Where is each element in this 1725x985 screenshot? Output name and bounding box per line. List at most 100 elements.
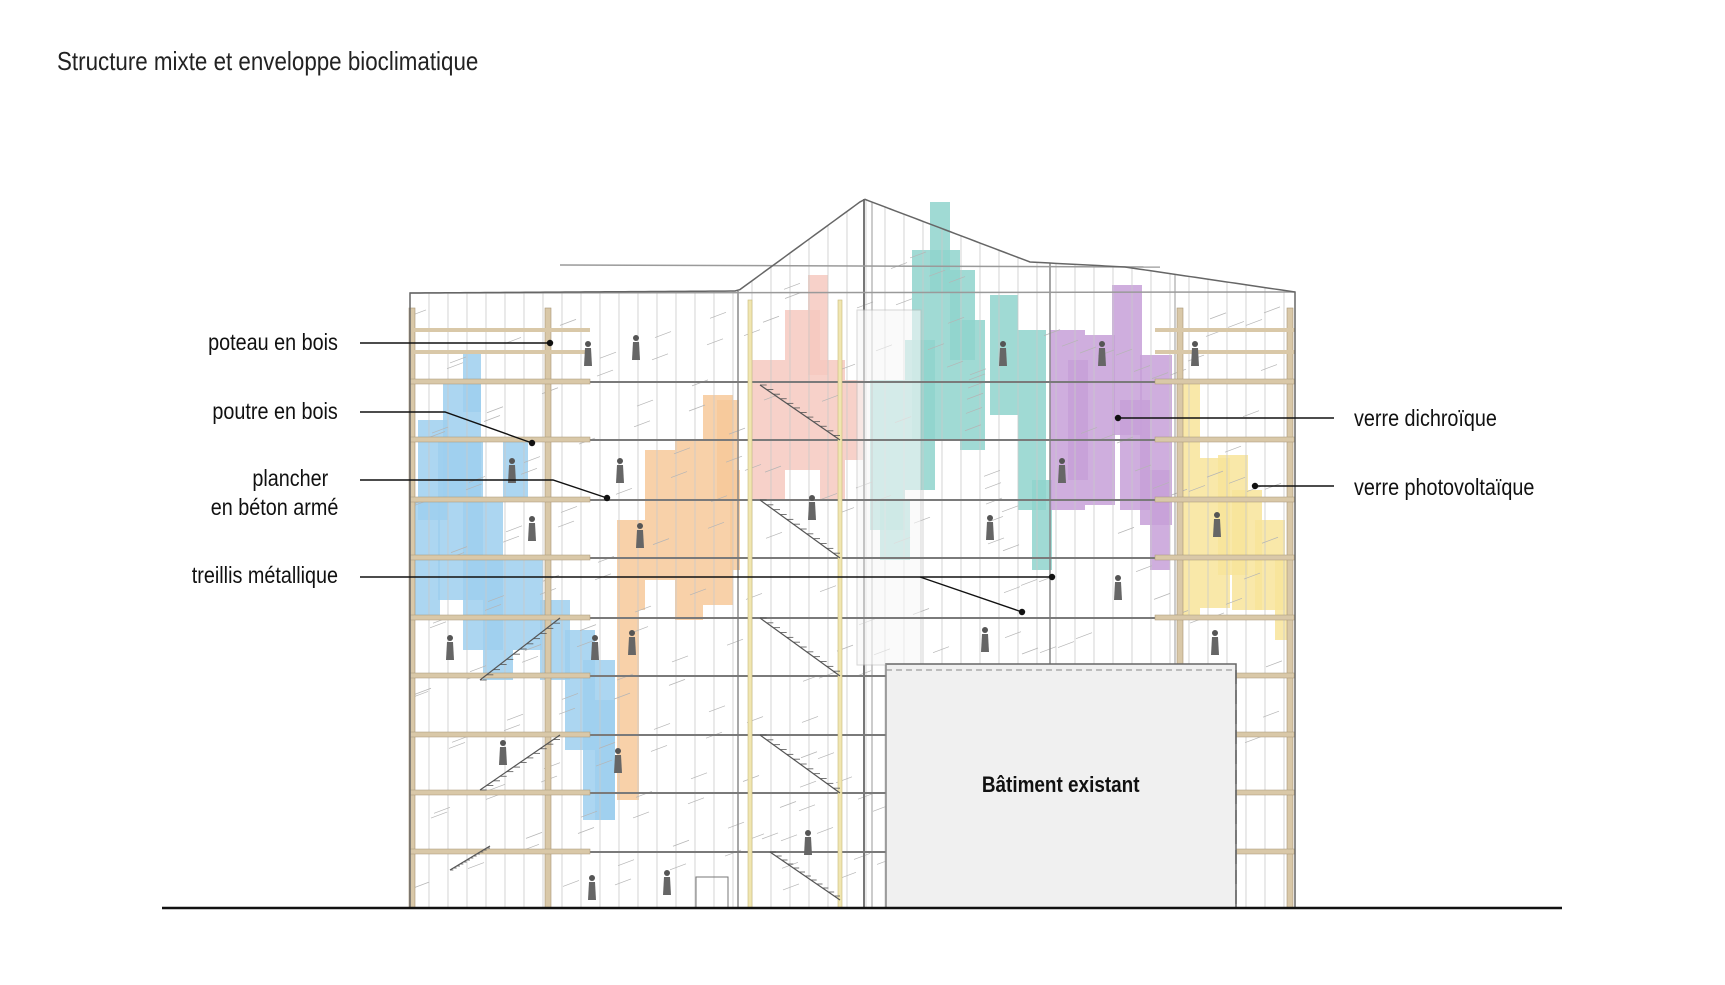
person-body <box>588 882 596 900</box>
glazing-stroke <box>562 880 580 887</box>
glazing-stroke <box>1209 312 1227 320</box>
glass-panel <box>645 450 675 580</box>
glazing-stroke <box>928 269 946 277</box>
timber-beam <box>409 848 591 855</box>
glazing-stroke <box>613 692 631 700</box>
person-head <box>664 870 670 876</box>
leader-line <box>360 479 608 499</box>
timber-post <box>1286 307 1294 909</box>
glazing-stroke <box>726 638 744 646</box>
label-poteau-en-bois: poteau en bois <box>208 329 338 355</box>
core-shaft <box>856 309 922 666</box>
timber-beam <box>409 614 591 621</box>
glazing-stroke <box>671 655 689 663</box>
glazing-stroke <box>577 827 595 834</box>
timber-beam <box>1154 554 1296 561</box>
glazing-stroke <box>633 420 651 428</box>
glazing-stroke <box>1206 470 1224 478</box>
glazing-stroke <box>1227 321 1245 328</box>
glazing-stroke <box>853 853 871 860</box>
glazing-stroke <box>964 424 982 432</box>
leader-line <box>360 411 533 444</box>
label-poutre-en-bois: poutre en bois <box>212 398 338 424</box>
leader-dot <box>546 339 554 347</box>
person-body <box>499 747 507 765</box>
glazing-stroke <box>631 626 649 633</box>
glazing-stroke <box>819 585 837 593</box>
glazing-stroke <box>450 546 468 553</box>
glazing-stroke <box>599 351 617 359</box>
glazing-stroke <box>895 298 913 306</box>
glazing-stroke <box>469 665 487 673</box>
glazing-stroke <box>816 827 834 834</box>
glazing-stroke <box>465 483 483 491</box>
glazing-stroke <box>1117 527 1135 534</box>
glazing-stroke <box>839 871 857 879</box>
glazing-stroke <box>765 531 783 539</box>
glazing-stroke <box>784 292 802 299</box>
leader-dot <box>528 439 536 447</box>
entrance-door <box>695 876 729 909</box>
person-head <box>1212 630 1218 636</box>
glazing-stroke <box>708 705 726 713</box>
person-head <box>589 875 595 881</box>
glazing-stroke <box>502 535 520 543</box>
person-body <box>636 530 644 548</box>
glazing-stroke <box>948 276 966 283</box>
timber-beam <box>1154 614 1296 621</box>
glazing-stroke <box>1021 647 1039 655</box>
timber-beam <box>409 496 591 503</box>
label-en-beton-arme: en béton armé <box>210 494 338 520</box>
glazing-stroke <box>985 497 1003 505</box>
glass-panel <box>808 275 828 375</box>
glazing-stroke <box>707 522 725 529</box>
glazing-stroke <box>779 801 797 808</box>
glazing-stroke <box>433 806 451 814</box>
glazing-stroke <box>561 693 579 700</box>
glazing-stroke <box>817 752 835 760</box>
person-body <box>1114 582 1122 600</box>
glazing-stroke <box>800 751 818 759</box>
glazing-stroke <box>968 373 986 381</box>
glazing-stroke <box>966 392 984 400</box>
person-body <box>986 522 994 540</box>
glazing-stroke <box>1261 536 1279 544</box>
glazing-stroke <box>1152 482 1170 489</box>
glazing-stroke <box>728 427 746 435</box>
glazing-stroke <box>1115 348 1133 356</box>
person-head <box>1099 341 1105 347</box>
glazing-stroke <box>560 506 578 513</box>
glazing-stroke <box>467 862 485 869</box>
glass-panel <box>1150 470 1170 570</box>
glazing-stroke <box>653 723 671 730</box>
glazing-stroke <box>1153 593 1171 600</box>
person-head <box>982 627 988 633</box>
glazing-stroke <box>783 282 801 290</box>
glazing-stroke <box>744 464 762 471</box>
glazing-stroke <box>1151 372 1169 379</box>
leader-dot <box>1114 414 1122 422</box>
glazing-stroke <box>483 415 501 422</box>
glazing-stroke <box>1242 410 1260 417</box>
glazing-stroke <box>596 369 614 377</box>
glass-panel <box>513 560 543 650</box>
glazing-stroke <box>947 316 965 324</box>
person-head <box>1214 512 1220 518</box>
glazing-stroke <box>987 537 1005 545</box>
glazing-stroke <box>1020 579 1038 586</box>
glazing-stroke <box>558 707 576 715</box>
glazing-stroke <box>484 604 502 611</box>
person-body <box>663 877 671 895</box>
label-verre-dichroique: verre dichroïque <box>1354 405 1497 431</box>
person-head <box>617 458 623 464</box>
glazing-stroke <box>1079 346 1097 354</box>
glazing-stroke <box>486 406 504 414</box>
glazing-stroke <box>984 482 1002 489</box>
roof-truss <box>559 264 1161 268</box>
glazing-stroke <box>428 431 446 438</box>
person-head <box>615 748 621 754</box>
person-body <box>1211 637 1219 655</box>
glazing-stroke <box>1245 319 1263 326</box>
timber-beam <box>409 378 591 385</box>
